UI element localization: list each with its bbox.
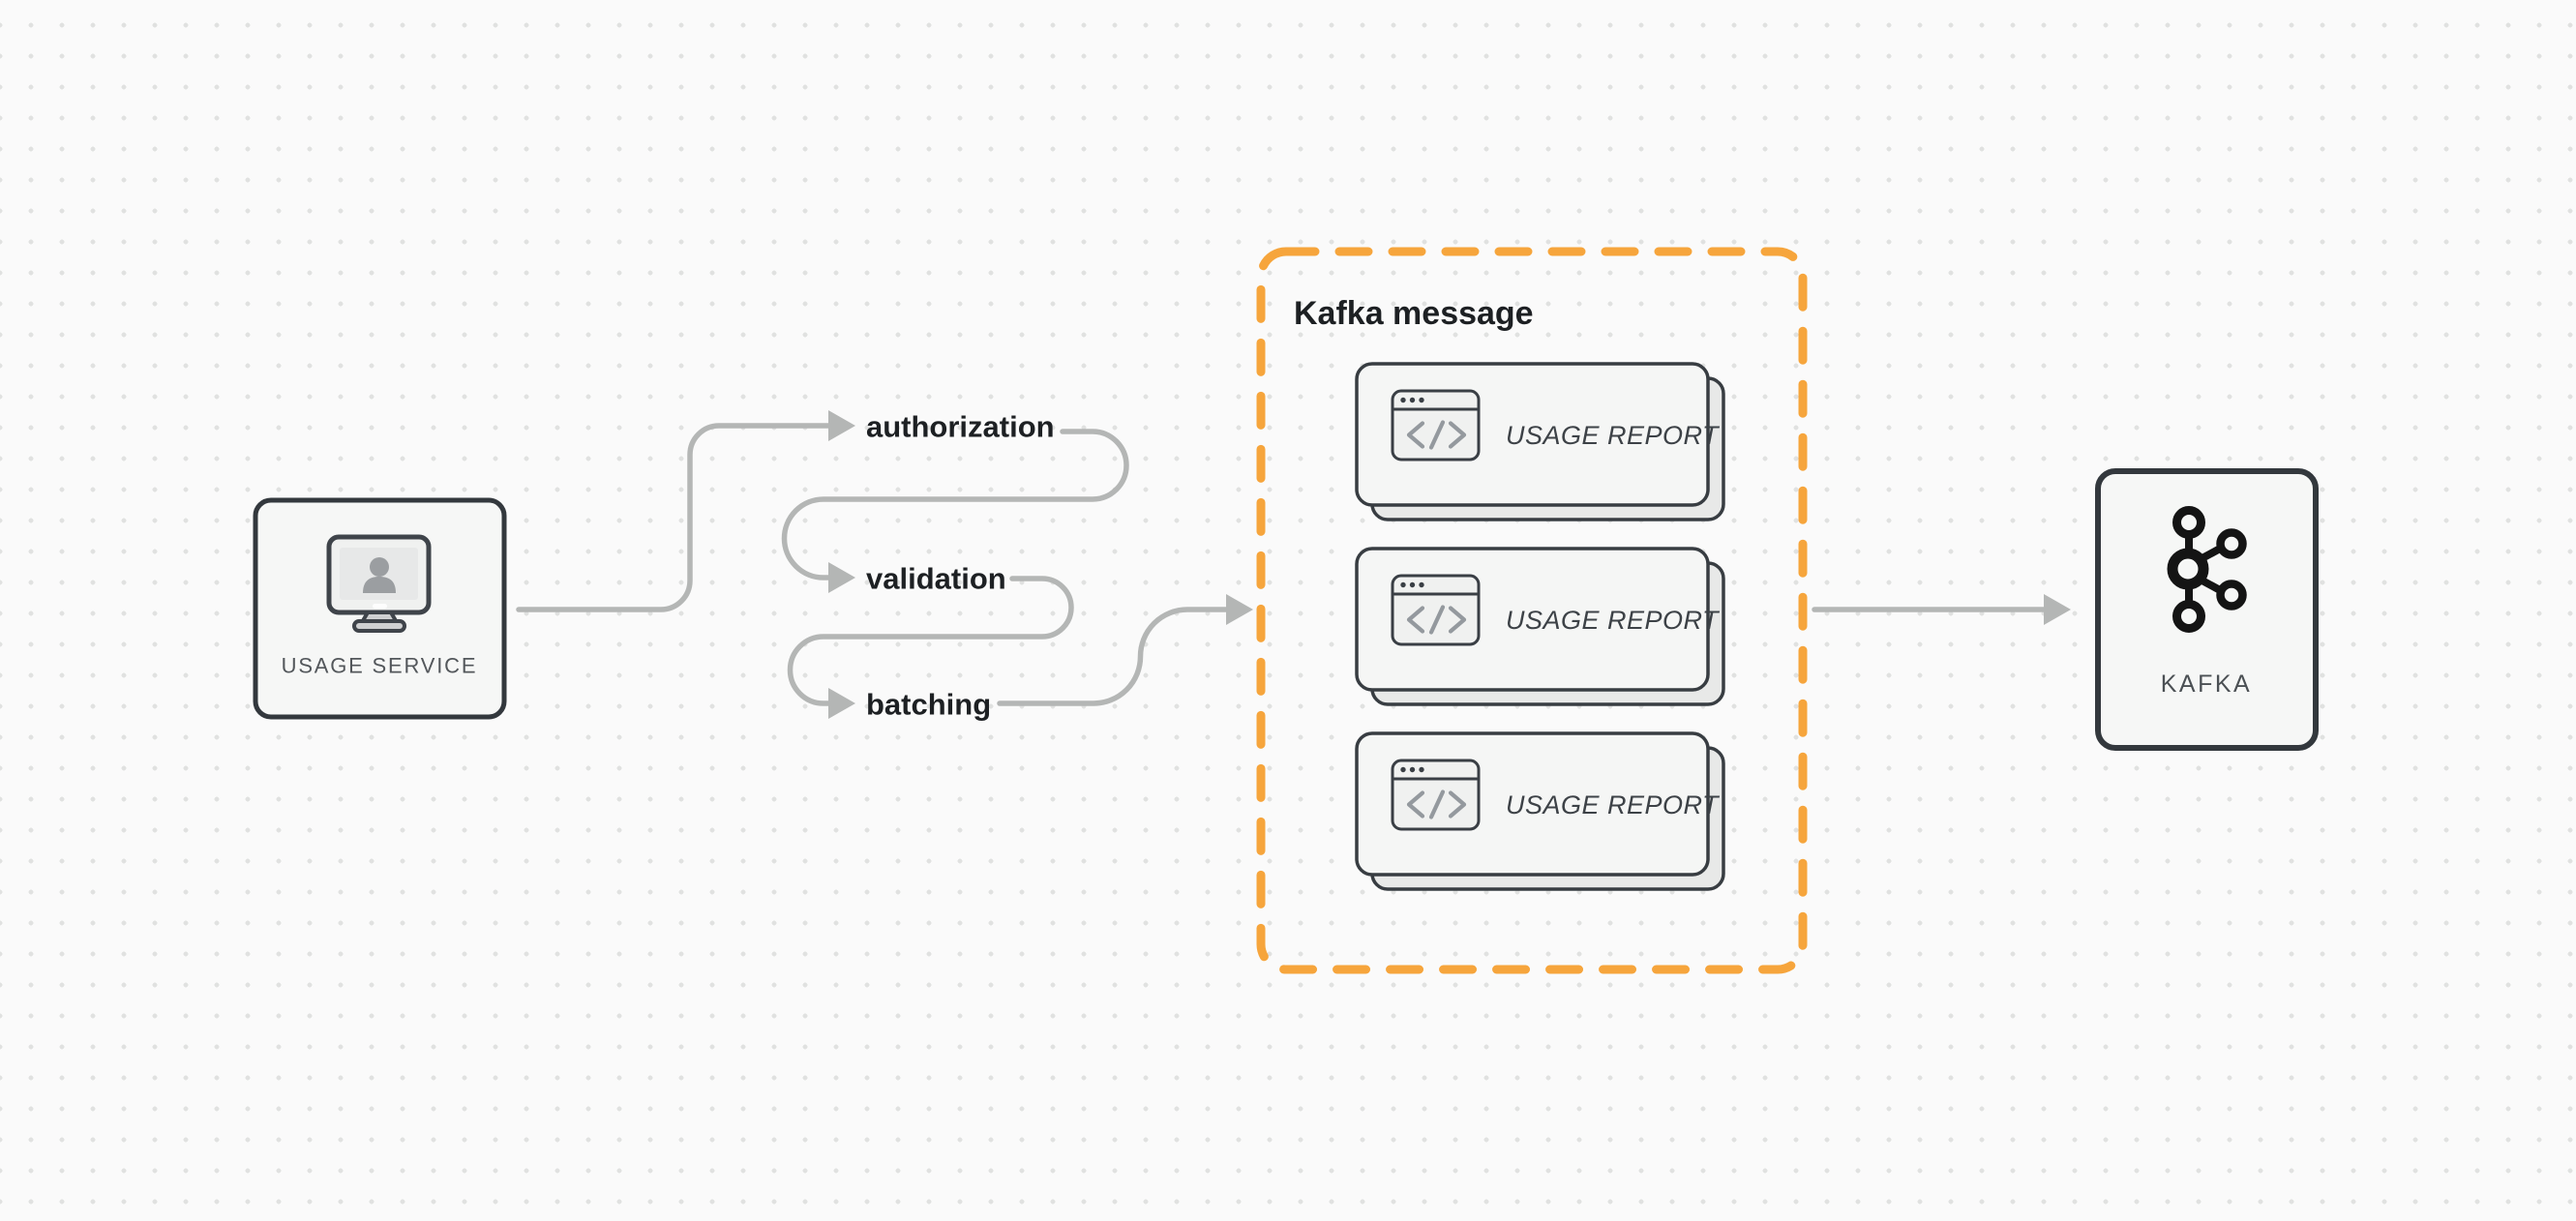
step-label-validation: validation bbox=[866, 562, 1006, 596]
arrowhead-icon bbox=[828, 562, 855, 593]
flow-line bbox=[787, 576, 1074, 706]
usage-report-label: USAGE REPORT bbox=[1506, 790, 1721, 819]
monitor-user-icon bbox=[326, 534, 432, 633]
arrowhead-icon bbox=[828, 410, 855, 441]
usage-report-card: USAGE REPORT bbox=[1355, 547, 1725, 706]
code-window-icon bbox=[1391, 574, 1481, 646]
kafka-message-group: Kafka message USAGE REPORT bbox=[1256, 247, 1808, 974]
kafka-logo-icon bbox=[2167, 506, 2247, 633]
flow-line bbox=[997, 607, 1231, 706]
step-label-batching: batching bbox=[866, 688, 991, 722]
connector-kafka-message-to-kafka bbox=[1812, 594, 2071, 625]
usage-report-card: USAGE REPORT bbox=[1355, 731, 1725, 891]
arrowhead-icon bbox=[1226, 594, 1253, 625]
usage-report-label: USAGE REPORT bbox=[1506, 606, 1721, 635]
usage-report-card: USAGE REPORT bbox=[1355, 362, 1725, 521]
kafka-message-title: Kafka message bbox=[1294, 295, 1534, 332]
step-label-authorization: authorization bbox=[866, 410, 1055, 444]
kafka-message-dashed-border bbox=[1256, 247, 1808, 974]
arrowhead-icon bbox=[828, 688, 855, 719]
kafka-node: KAFKA bbox=[2095, 468, 2319, 751]
kafka-label: KAFKA bbox=[2161, 670, 2252, 698]
arrowhead-icon bbox=[2044, 594, 2071, 625]
connector-usage-to-authorization bbox=[516, 410, 855, 612]
usage-service-label: USAGE SERVICE bbox=[282, 654, 478, 678]
connector-authorization-to-validation bbox=[781, 429, 1129, 593]
kafka-box bbox=[2095, 468, 2319, 751]
usage-report-label: USAGE REPORT bbox=[1506, 421, 1721, 450]
flow-line bbox=[516, 423, 833, 612]
flow-line bbox=[781, 429, 1129, 581]
connector-validation-to-batching bbox=[787, 576, 1074, 719]
code-window-icon bbox=[1391, 389, 1481, 462]
usage-service-node: USAGE SERVICE bbox=[253, 497, 507, 720]
connector-batching-to-kafka-message bbox=[997, 594, 1253, 706]
code-window-icon bbox=[1391, 759, 1481, 831]
